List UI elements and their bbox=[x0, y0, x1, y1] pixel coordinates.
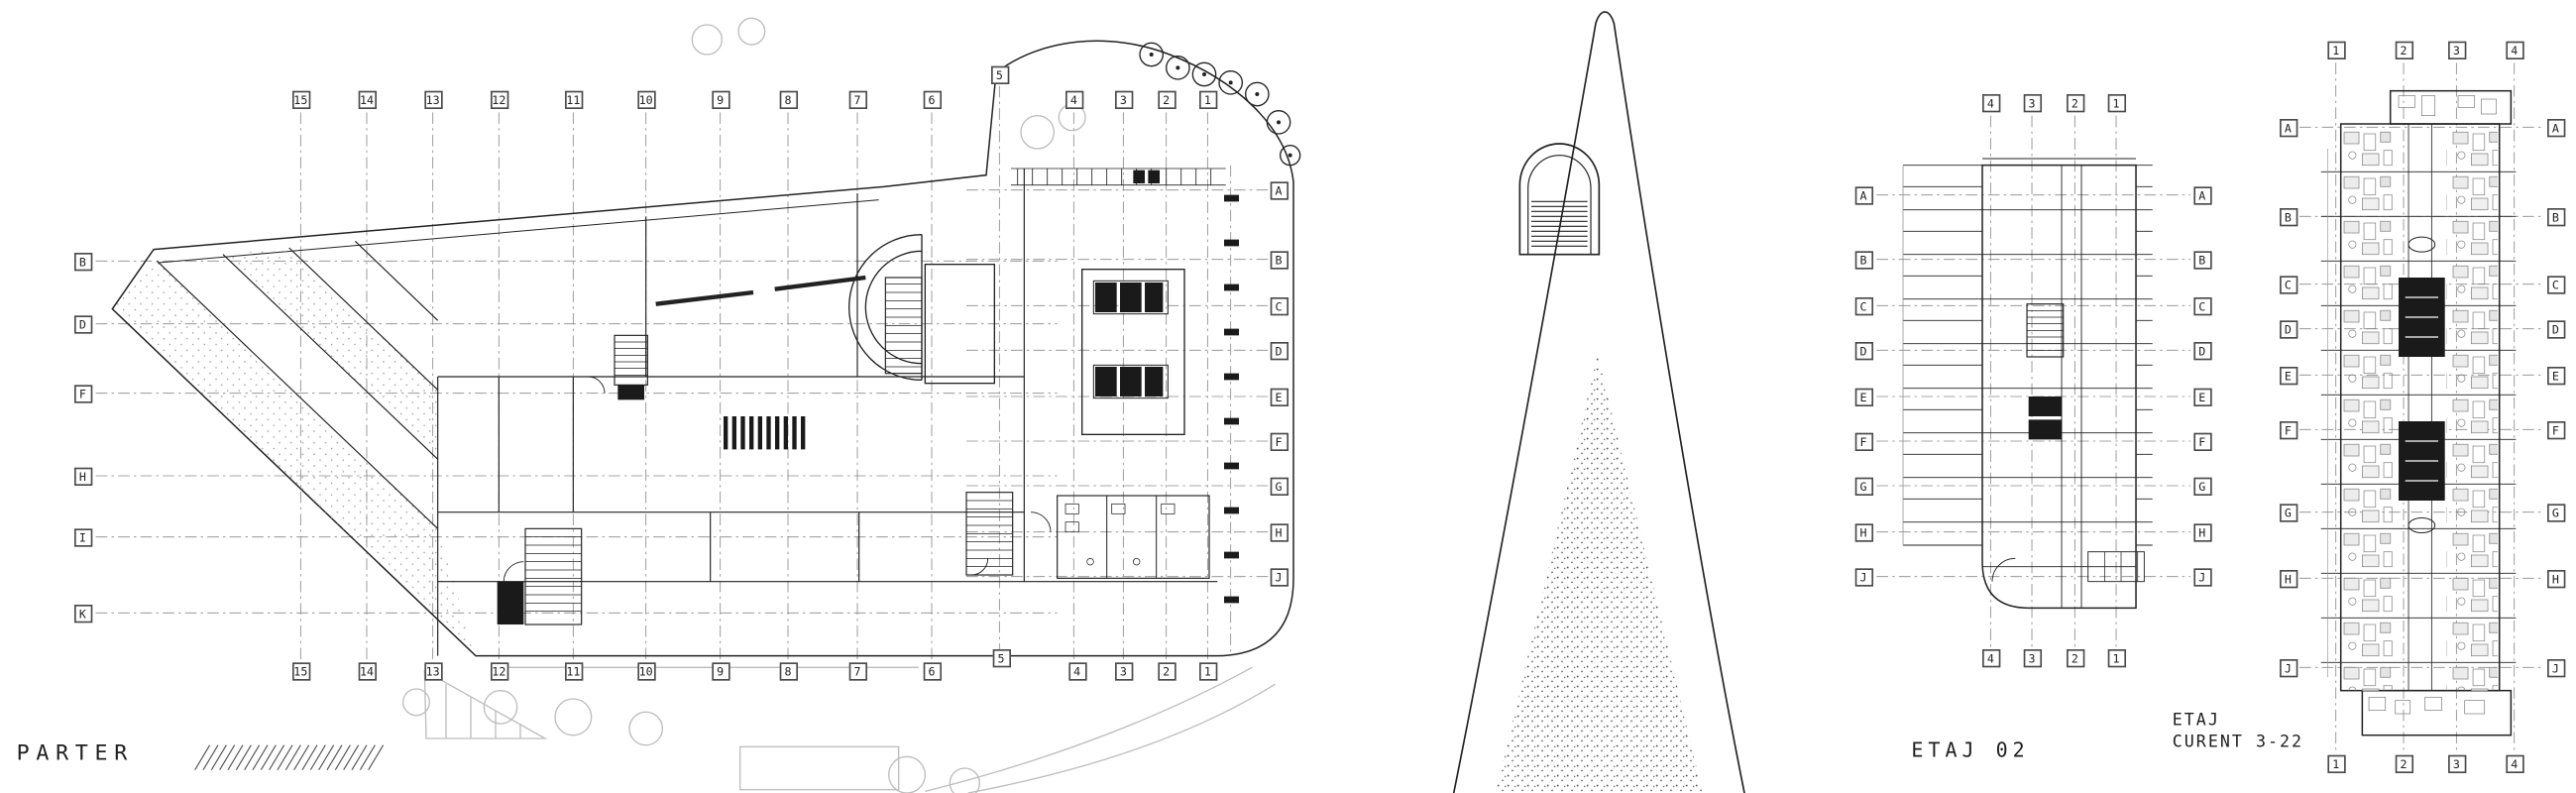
ramp-hatch-strip bbox=[223, 248, 438, 460]
door-swings bbox=[503, 376, 1052, 582]
corridor-walls bbox=[2408, 124, 2432, 691]
vent-grate bbox=[1531, 200, 1588, 247]
elevator-core bbox=[1081, 269, 1185, 436]
grid-lines bbox=[95, 62, 2544, 752]
furniture-strip bbox=[2446, 125, 2499, 691]
curtain-wall-mullions bbox=[1011, 168, 1226, 186]
balcony-box bbox=[2087, 551, 2145, 583]
etaj02-plan bbox=[1902, 158, 2153, 610]
tree-icons bbox=[1139, 42, 1301, 167]
table-oval bbox=[2408, 517, 2436, 534]
site-landscape bbox=[402, 17, 1277, 793]
gravel-stipple bbox=[1495, 353, 1703, 793]
column-row bbox=[1224, 194, 1240, 604]
parter-plan bbox=[111, 40, 1301, 657]
arched-vent bbox=[1518, 143, 1601, 256]
etaj02-title: ETAJ 02 bbox=[1911, 738, 2030, 762]
tower-section bbox=[1452, 11, 1745, 793]
furniture-strip bbox=[2342, 125, 2396, 691]
elevator-core bbox=[2028, 396, 2063, 440]
balcony-ticks bbox=[2136, 165, 2153, 546]
parter-title: PARTER bbox=[16, 741, 134, 767]
ramp-hatch-strip bbox=[112, 261, 477, 656]
corridor-walls bbox=[2061, 165, 2082, 609]
stair-core bbox=[614, 334, 648, 386]
parter-signature-hatch bbox=[194, 744, 385, 770]
crosswalk-stripes bbox=[724, 416, 806, 450]
angled-wall bbox=[774, 275, 866, 291]
etaj-curent-title: ETAJ CURENT 3-22 bbox=[2173, 712, 2303, 753]
etaj-curent-title-line1: ETAJ bbox=[2172, 712, 2220, 731]
balcony-ticks bbox=[2320, 170, 2341, 663]
door-swing bbox=[1991, 557, 2016, 582]
etaj-curent-plan bbox=[2320, 89, 2517, 736]
apartment-divisions bbox=[1982, 209, 2137, 568]
balcony-fins bbox=[1903, 165, 1983, 546]
balcony-ticks bbox=[2499, 170, 2517, 663]
service-rooms bbox=[1057, 495, 1210, 579]
angled-wall bbox=[655, 289, 754, 306]
stair-core bbox=[524, 527, 583, 625]
etaj-curent-title-line2: CURENT 3-22 bbox=[2172, 733, 2304, 751]
table-oval bbox=[2408, 236, 2436, 253]
